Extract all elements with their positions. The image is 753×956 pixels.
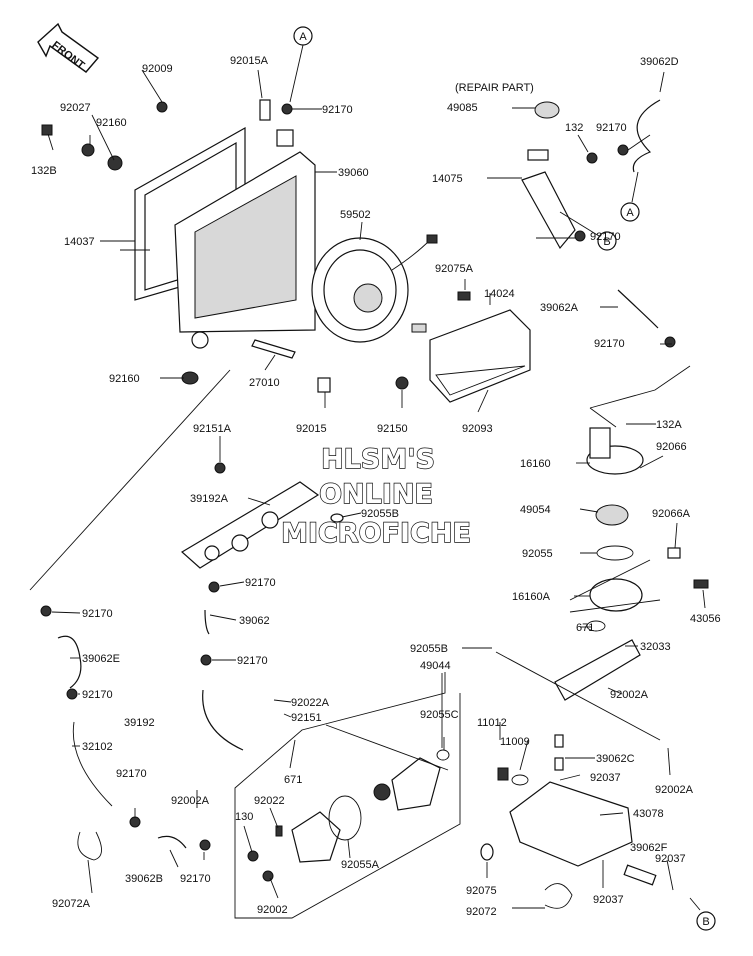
part-number-label: 49044	[420, 660, 451, 672]
water-pump-drawing	[247, 749, 450, 882]
part-number-label: 39062A	[540, 302, 579, 314]
water-pipe-drawing	[180, 462, 344, 569]
part-number-label: 14024	[484, 288, 515, 300]
part-number-label: 92022A	[291, 697, 330, 709]
part-number-label: 92150	[377, 423, 408, 435]
part-number-label: 130	[235, 811, 253, 823]
hoses-drawing	[40, 99, 676, 861]
part-number-label: 39062B	[125, 873, 163, 885]
part-number-label: 16160A	[512, 591, 551, 603]
part-number-label: 92170	[590, 231, 621, 243]
repair-part-note: (REPAIR PART)	[455, 82, 534, 94]
part-number-label: 92151	[291, 712, 322, 724]
part-number-label: 92015A	[230, 55, 269, 67]
part-number-label: 27010	[249, 377, 280, 389]
svg-text:B: B	[603, 236, 610, 248]
part-number-label: 11012	[477, 717, 507, 729]
part-number-label: 43078	[633, 808, 664, 820]
ref-marker-b-mid: B	[559, 211, 617, 251]
part-number-label: 92072A	[52, 898, 91, 910]
part-number-label: 92170	[322, 104, 353, 116]
part-number-label: 92160	[96, 117, 127, 129]
svg-text:B: B	[702, 916, 709, 928]
part-number-label: 92055B	[361, 508, 399, 520]
part-number-label: 92170	[82, 689, 113, 701]
thermostat-drawing	[554, 427, 709, 701]
part-number-label: 14075	[432, 173, 463, 185]
part-number-label: 92170	[596, 122, 627, 134]
part-number-label: 92037	[655, 853, 686, 865]
part-number-label: 92066A	[652, 508, 691, 520]
part-number-label: 92002A	[655, 784, 694, 796]
part-number-label: 92009	[142, 63, 173, 75]
part-number-label: 16160	[520, 458, 551, 470]
part-number-label: 39192A	[190, 493, 229, 505]
part-number-label: 49085	[447, 102, 478, 114]
part-number-label: 92015	[296, 423, 327, 435]
filler-neck-drawing	[521, 101, 629, 250]
part-number-label: 92075	[466, 885, 497, 897]
group-bracket-lines	[29, 249, 691, 919]
ref-marker-a-right: A	[620, 171, 640, 222]
part-number-label: 39062E	[82, 653, 120, 665]
part-number-label: 92093	[462, 423, 493, 435]
part-number-label: 39062C	[596, 753, 635, 765]
part-number-label: 92170	[116, 768, 147, 780]
radiator-drawing	[41, 99, 316, 385]
leader-lines	[47, 69, 706, 911]
part-number-label: 92170	[245, 577, 276, 589]
part-number-label: 92055A	[341, 859, 380, 871]
part-number-label: 92037	[593, 894, 624, 906]
part-number-label: 92066	[656, 441, 687, 453]
part-number-label: 43056	[690, 613, 721, 625]
part-number-label: 92075A	[435, 263, 474, 275]
part-number-label: 92170	[237, 655, 268, 667]
watermark-line-3: MICROFICHE	[281, 518, 471, 549]
part-number-label: 39062D	[640, 56, 679, 68]
part-number-label: 92055	[522, 548, 553, 560]
svg-text:A: A	[626, 207, 634, 219]
coolant-reservoir-drawing	[480, 734, 657, 909]
part-number-label: 92027	[60, 102, 91, 114]
part-number-label: 32033	[640, 641, 671, 653]
watermark-line-2: ONLINE	[319, 479, 433, 510]
part-number-label: 39062	[239, 615, 270, 627]
front-arrow-icon: FRONT	[37, 22, 100, 73]
watermark-line-1: HLSM'S	[321, 444, 435, 475]
part-number-label: 92170	[180, 873, 211, 885]
part-number-label: 11009	[500, 736, 530, 748]
part-number-label: 92072	[466, 906, 497, 918]
part-number-label: 92170	[594, 338, 625, 350]
part-number-labels: 9200992015A9202792160132B921703906014037…	[31, 55, 721, 918]
part-number-label: 92170	[82, 608, 113, 620]
part-number-label: 92022	[254, 795, 285, 807]
part-number-label: 39060	[338, 167, 369, 179]
ref-marker-a-top: A	[289, 26, 313, 103]
part-number-label: 92002A	[610, 689, 649, 701]
part-number-label: 92151A	[193, 423, 232, 435]
svg-text:A: A	[299, 31, 307, 43]
part-number-label: 92160	[109, 373, 140, 385]
part-number-label: 132	[565, 122, 583, 134]
ref-marker-b-bottom: B	[696, 911, 716, 931]
reserve-tank-drawing	[411, 291, 531, 403]
part-number-label: 92055C	[420, 709, 459, 721]
part-number-label: 39062F	[630, 842, 668, 854]
part-number-label: 92002	[257, 904, 288, 916]
part-number-label: 39192	[124, 717, 155, 729]
part-number-label: 92055B	[410, 643, 448, 655]
part-number-label: 671	[284, 774, 302, 786]
part-number-label: 671	[576, 622, 594, 634]
part-number-label: 59502	[340, 209, 371, 221]
part-number-label: 132A	[656, 419, 682, 431]
part-number-label: 49054	[520, 504, 551, 516]
fan-drawing	[311, 234, 438, 393]
part-number-label: 14037	[64, 236, 95, 248]
part-number-label: 92002A	[171, 795, 210, 807]
part-number-label: 92037	[590, 772, 621, 784]
part-number-label: 32102	[82, 741, 113, 753]
part-number-label: 132B	[31, 165, 57, 177]
